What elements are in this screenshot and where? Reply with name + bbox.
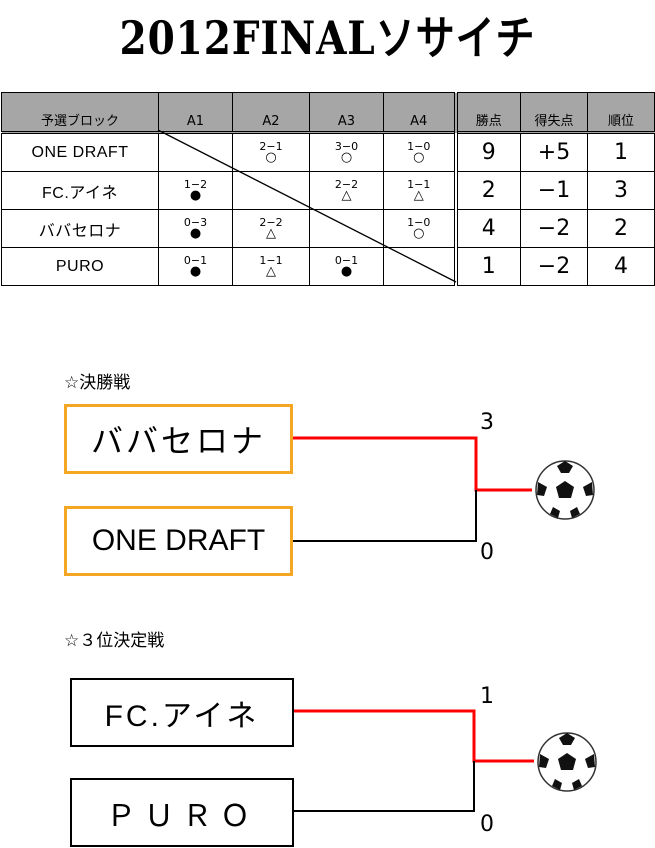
soccer-ball-icon [535,460,595,520]
header-0: 予選ブロック [1,92,159,134]
result-mark: ○ [265,150,277,165]
match-cell: 1−1△ [383,171,456,210]
result-mark: ● [189,226,202,241]
header-6: 得失点 [520,92,588,134]
page-title: 2012FINALソサイチ [119,11,536,65]
result-mark: △ [413,188,424,203]
rank-cell: 2 [587,209,655,248]
third-score1: 1 [480,684,494,709]
points-cell: 4 [453,209,521,248]
match-cell: 1−0○ [383,132,456,172]
header-4: A4 [383,92,456,134]
third-winner-line [294,709,534,763]
rank-cell: 4 [587,247,655,286]
match-cell [383,247,456,286]
result-mark: △ [341,188,352,203]
diff-cell: +5 [520,132,588,172]
team-name: ババセロナ [1,209,159,248]
header-1: A1 [158,92,233,134]
final-loser-line [293,490,477,542]
result-mark: △ [266,226,276,241]
final-score1: 3 [480,410,494,435]
team-name: FC.アイネ [1,171,159,210]
match-cell: 1−0○ [383,209,456,248]
points-cell: 1 [453,247,521,286]
header-3: A3 [309,92,384,134]
final-team2-box: ONE DRAFT [64,506,293,576]
final-team1-box: ババセロナ [64,404,293,474]
third-team2-box: ＰＵＲＯ [70,778,294,847]
result-mark: ● [340,264,353,279]
match-cell: 2−1○ [232,132,310,172]
match-cell: 2−2△ [309,171,384,210]
rank-cell: 3 [587,171,655,210]
points-cell: 2 [453,171,521,210]
match-cell: 0−1● [158,247,233,286]
match-cell [309,209,384,248]
result-mark: ○ [413,150,425,165]
match-cell: 2−2△ [232,209,310,248]
third-place-label: ☆３位決定戦 [64,631,165,651]
result-mark: ● [189,264,202,279]
header-2: A2 [232,92,310,134]
result-mark: ○ [340,150,353,165]
match-cell: 0−3● [158,209,233,248]
final-label: ☆決勝戦 [64,373,131,393]
match-cell: 0−1● [309,247,384,286]
third-loser-line [294,761,475,812]
header-7: 順位 [587,92,655,134]
result-mark: ● [189,188,202,203]
result-mark: ○ [413,226,425,241]
match-cell [232,171,310,210]
third-score2: 0 [480,812,494,837]
diff-cell: −2 [520,247,588,286]
final-winner-line [293,436,532,492]
diff-cell: −2 [520,209,588,248]
final-score2: 0 [480,540,494,565]
header-5: 勝点 [453,92,521,134]
match-cell: 1−1△ [232,247,310,286]
match-cell: 1−2● [158,171,233,210]
diff-cell: −1 [520,171,588,210]
soccer-ball-icon [537,732,597,792]
points-cell: 9 [453,132,521,172]
result-mark: △ [266,264,276,279]
team-name: PURO [1,247,159,286]
rank-cell: 1 [587,132,655,172]
third-team1-box: FC.アイネ [70,678,294,747]
team-name: ONE DRAFT [1,132,159,172]
match-cell: 3−0○ [309,132,384,172]
match-cell [158,132,233,172]
